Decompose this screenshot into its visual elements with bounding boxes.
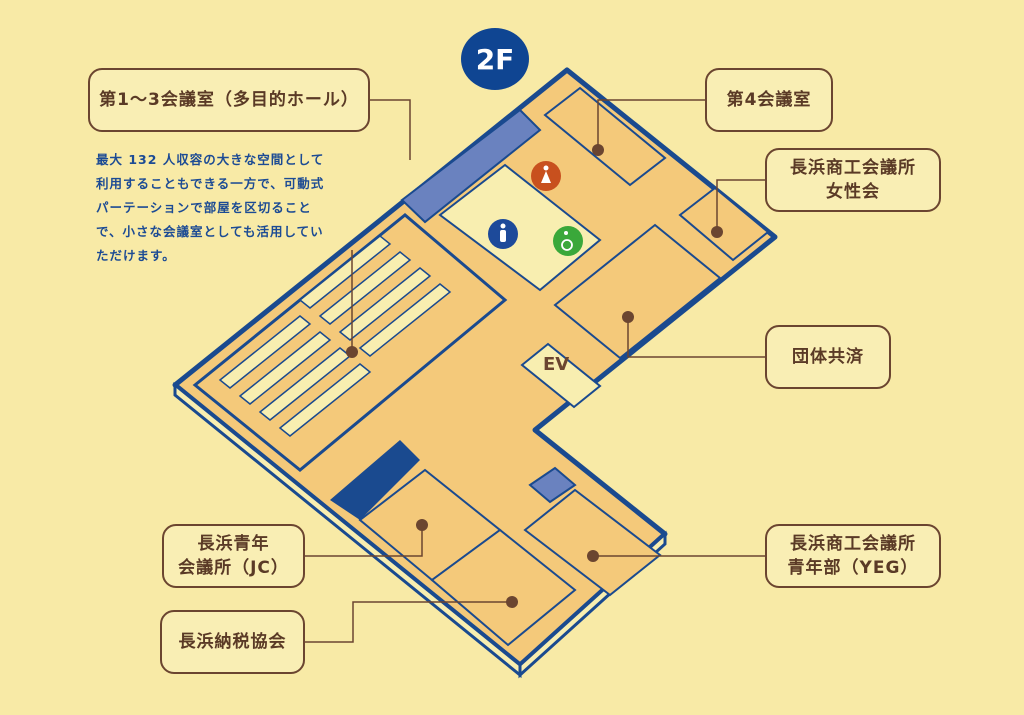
elevator xyxy=(520,342,602,409)
label-mutual-aid-text: 団体共済 xyxy=(792,347,864,367)
female-restroom-icon xyxy=(531,161,561,191)
hall-description: 最大 132 人収容の大きな空間として利用することもできる一方で、可動式パーテー… xyxy=(96,152,325,263)
hall-desks xyxy=(218,235,452,437)
label-tax-assoc: 長浜納税協会 xyxy=(160,610,305,674)
label-line: 青年部（YEG） xyxy=(787,558,919,578)
label-hall: 第1～3会議室（多目的ホール） xyxy=(88,68,370,132)
label-room4-text: 第4会議室 xyxy=(726,90,812,110)
label-jc: 長浜青年 会議所（JC） xyxy=(162,524,305,588)
location-markers xyxy=(346,144,723,608)
leader-lines xyxy=(305,99,765,643)
mutual-aid-room xyxy=(553,223,722,360)
label-line: 長浜商工会議所 xyxy=(790,534,916,554)
label-womens-assoc: 長浜商工会議所 女性会 xyxy=(765,148,941,212)
storage-strip xyxy=(400,108,542,224)
label-line: 長浜商工会議所 xyxy=(790,158,916,178)
male-restroom-icon xyxy=(488,219,518,249)
lower-storage xyxy=(528,466,577,504)
stairs xyxy=(330,440,420,520)
label-yeg: 長浜商工会議所 青年部（YEG） xyxy=(765,524,941,588)
floor-badge: 2F xyxy=(461,28,529,90)
label-mutual-aid: 団体共済 xyxy=(765,325,891,389)
elevator-label: EV xyxy=(543,354,570,375)
label-line: 長浜青年 xyxy=(197,534,270,554)
wheelchair-icon xyxy=(553,226,583,256)
label-room4: 第4会議室 xyxy=(705,68,833,132)
label-line: 女性会 xyxy=(826,182,880,202)
restroom-area xyxy=(438,163,602,292)
label-tax-assoc-text: 長浜納税協会 xyxy=(178,632,287,652)
yeg-room xyxy=(523,488,662,597)
tax-assoc-room xyxy=(430,528,577,647)
room4 xyxy=(543,86,667,187)
label-line: 会議所（JC） xyxy=(178,558,289,578)
label-hall-text: 第1～3会議室（多目的ホール） xyxy=(99,90,359,110)
womens-assoc-room xyxy=(678,186,770,262)
